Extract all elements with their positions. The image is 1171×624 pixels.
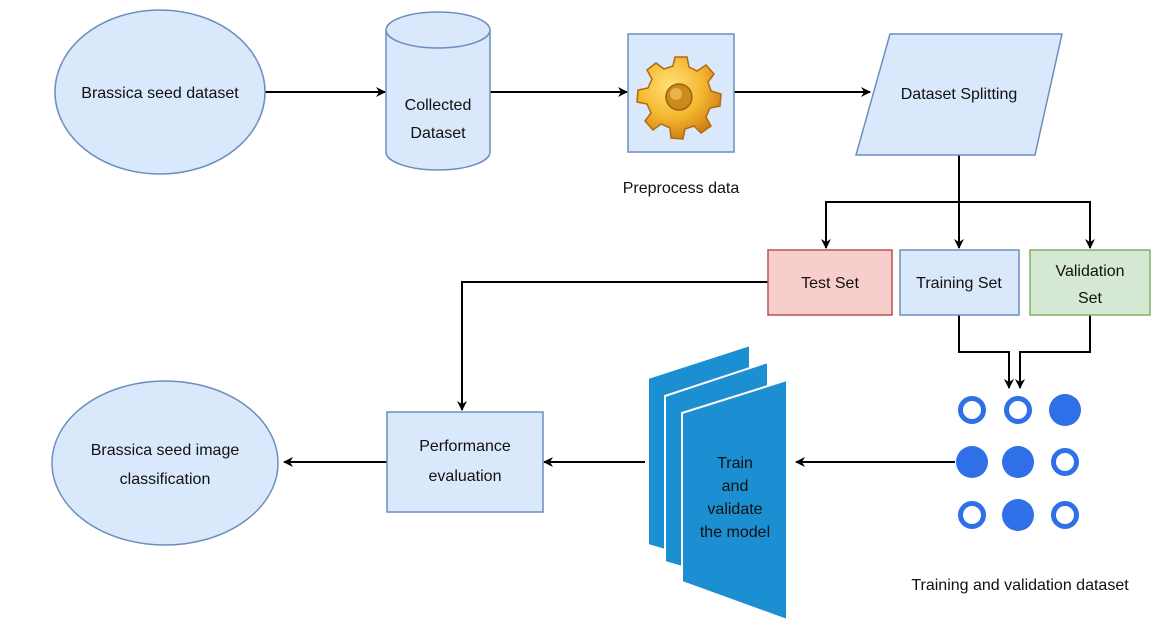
performance-evaluation-node: Performance evaluation bbox=[386, 411, 544, 513]
train-validate-label-line3: validate bbox=[707, 501, 762, 518]
filled-dot bbox=[956, 446, 988, 478]
performance-evaluation-label-line2: evaluation bbox=[429, 468, 502, 485]
filled-dot bbox=[1002, 499, 1034, 531]
preprocess-node: Preprocess data bbox=[623, 33, 740, 197]
test-set-node: Test Set bbox=[767, 249, 893, 316]
edge-validation-to-dots bbox=[1015, 315, 1091, 389]
dataset-splitting-label: Dataset Splitting bbox=[901, 86, 1018, 103]
model-layer-front bbox=[681, 378, 788, 622]
collected-dataset-label-line2: Dataset bbox=[410, 125, 466, 142]
train-validate-label-line2: and bbox=[722, 478, 749, 495]
brassica-seed-dataset-node: Brassica seed dataset bbox=[54, 9, 266, 175]
hollow-dot bbox=[958, 396, 986, 424]
collected-dataset-label-line1: Collected bbox=[405, 97, 472, 114]
training-validation-dataset-node: Training and validation dataset bbox=[911, 394, 1129, 594]
edge-training-to-dots bbox=[958, 315, 1014, 389]
preprocess-data-label: Preprocess data bbox=[623, 180, 740, 197]
classification-label-line2: classification bbox=[120, 471, 211, 488]
hollow-dot bbox=[958, 501, 986, 529]
validation-set-label-line2: Set bbox=[1078, 290, 1103, 307]
classification-label-line1: Brassica seed image bbox=[91, 442, 240, 459]
training-set-node: Training Set bbox=[899, 249, 1020, 316]
dot-grid-icon bbox=[956, 394, 1081, 531]
performance-evaluation-label-line1: Performance bbox=[419, 438, 511, 455]
brassica-seed-dataset-label: Brassica seed dataset bbox=[81, 85, 239, 102]
training-validation-dataset-label: Training and validation dataset bbox=[911, 577, 1129, 594]
edge-test-to-performance bbox=[457, 281, 768, 411]
filled-dot bbox=[1049, 394, 1081, 426]
validation-set-label-line1: Validation bbox=[1055, 263, 1124, 280]
train-validate-label-line1: Train bbox=[717, 455, 753, 472]
edge-splitting-to-validation bbox=[959, 201, 1095, 249]
gear-icon bbox=[636, 56, 722, 140]
brassica-classification-node: Brassica seed image classification bbox=[51, 380, 279, 546]
connectors bbox=[265, 87, 1095, 467]
edge-splitting-to-test bbox=[821, 201, 959, 249]
hollow-dot bbox=[1004, 396, 1032, 424]
collected-dataset-node: Collected Dataset bbox=[385, 11, 491, 171]
hollow-dot bbox=[1051, 501, 1079, 529]
filled-dot bbox=[1002, 446, 1034, 478]
train-validate-label-line4: the model bbox=[700, 524, 770, 541]
train-validate-model-node: Train and validate the model bbox=[647, 343, 788, 622]
validation-set-node: Validation Set bbox=[1029, 249, 1151, 316]
hollow-dot bbox=[1051, 448, 1079, 476]
dataset-splitting-node: Dataset Splitting bbox=[855, 33, 1063, 156]
test-set-label: Test Set bbox=[801, 275, 859, 292]
training-set-label: Training Set bbox=[916, 275, 1002, 292]
